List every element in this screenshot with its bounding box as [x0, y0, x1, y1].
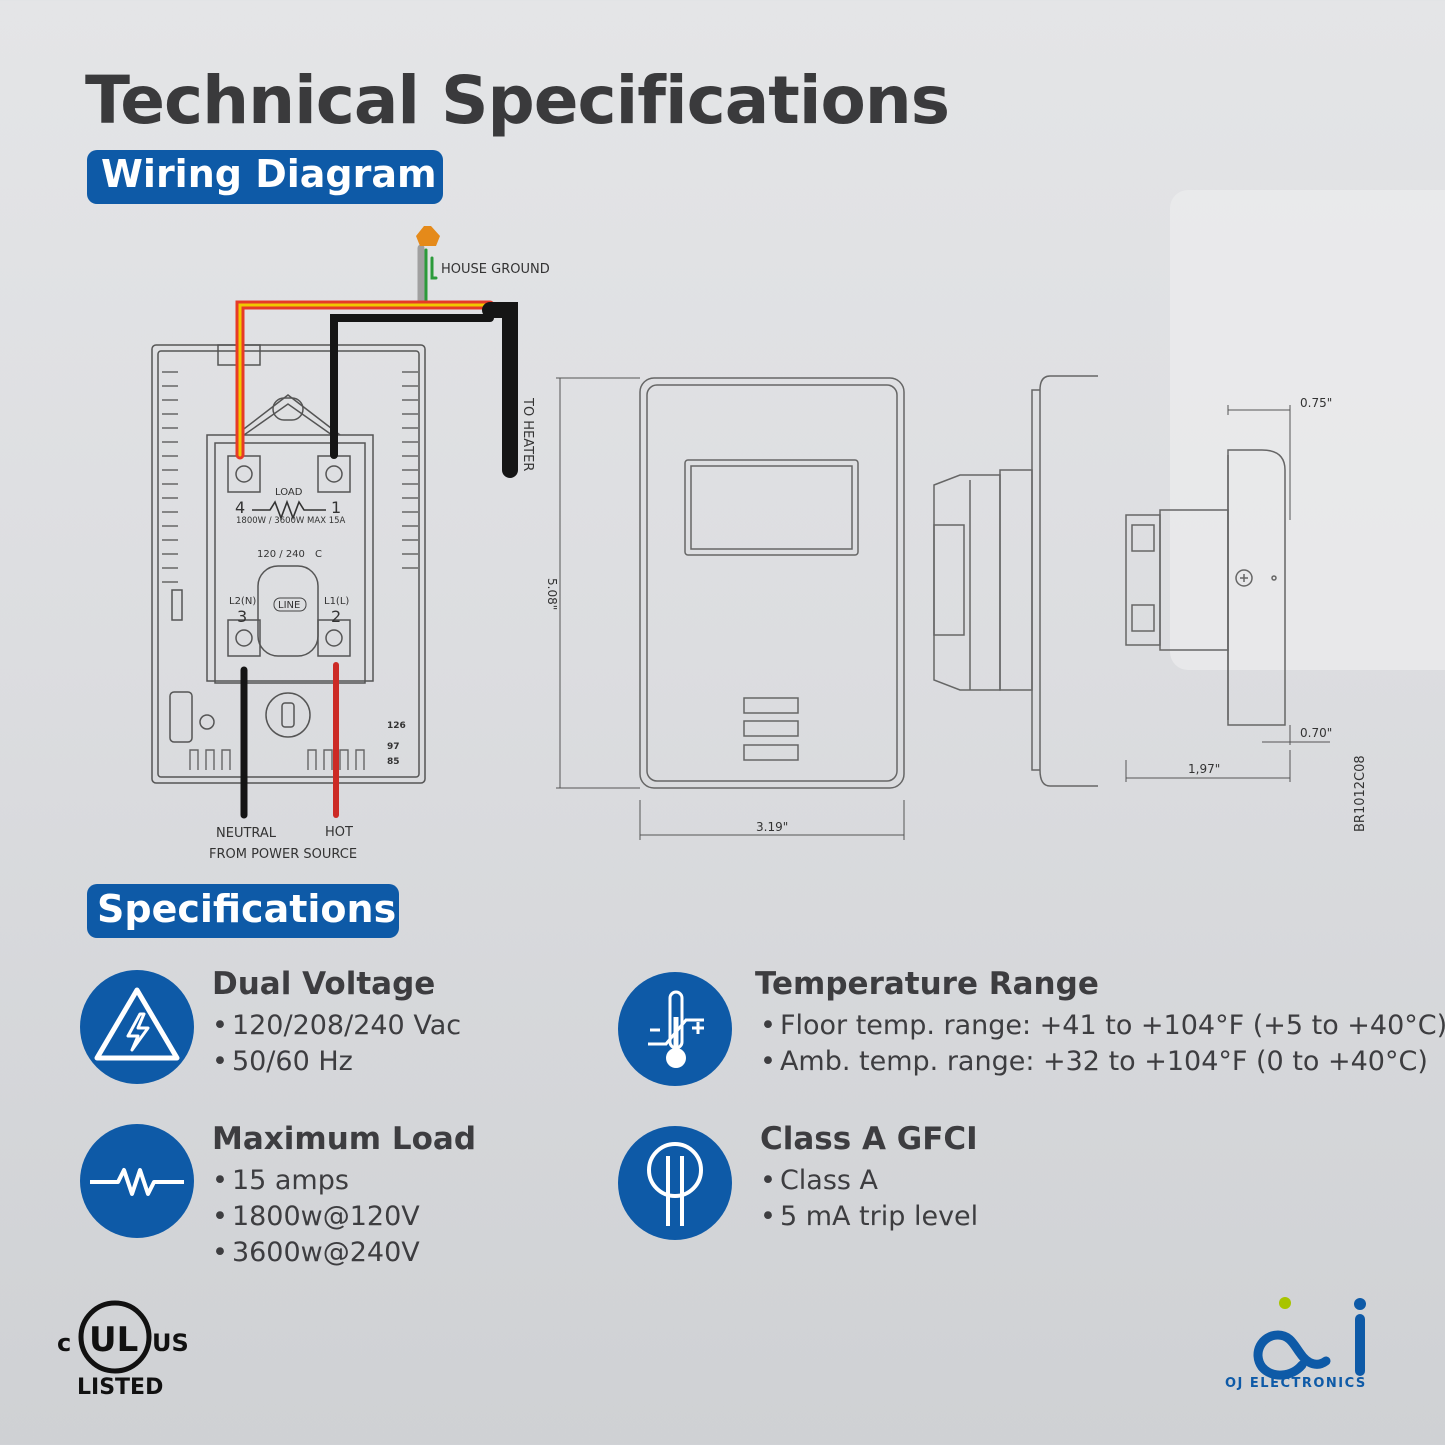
spec-item: 120/208/240 Vac — [212, 1008, 461, 1044]
ul-listed-logo: c UL US LISTED — [57, 1300, 189, 1400]
ul-mark: UL — [89, 1320, 138, 1360]
oj-electronics-logo: OJ ELECTRONICS — [1225, 1297, 1367, 1391]
spec-item: Floor temp. range: +41 to +104°F (+5 to … — [760, 1008, 1445, 1044]
wiring-diagram-label: Wiring Diagram — [87, 150, 443, 204]
spec-title: Maximum Load — [212, 1121, 477, 1157]
resistor-icon — [80, 1124, 194, 1238]
thermostat-back-view — [151, 344, 426, 784]
ul-us-mark: US — [152, 1329, 189, 1357]
spec-items: 15 amps 1800w@120V 3600w@240V — [212, 1163, 420, 1271]
spec-title: Dual Voltage — [212, 966, 436, 1002]
label-to-heater: TO HEATER — [520, 397, 535, 471]
spec-item: 50/60 Hz — [212, 1044, 461, 1080]
label-voltage: 120 / 240 — [257, 549, 305, 560]
thermostat-front-view — [639, 377, 905, 789]
page-title: Technical Specifications — [85, 62, 950, 139]
spec-item: Amb. temp. range: +32 to +104°F (0 to +4… — [760, 1044, 1445, 1080]
spec-item: 5 mA trip level — [760, 1199, 978, 1235]
spec-items: Floor temp. range: +41 to +104°F (+5 to … — [760, 1008, 1445, 1080]
specifications-label: Specifications — [87, 884, 399, 938]
spec-item: Class A — [760, 1163, 978, 1199]
ul-c-mark: c — [57, 1329, 71, 1357]
dim-075: 0.75" — [1300, 396, 1332, 410]
high-voltage-icon — [80, 970, 194, 1084]
background-panel — [1170, 190, 1445, 670]
wire-nut-icon — [416, 226, 440, 246]
spec-item: 15 amps — [212, 1163, 420, 1199]
wires — [235, 244, 518, 819]
label-terminal-1: 1 — [331, 498, 341, 517]
label-l1l: L1(L) — [324, 596, 349, 607]
dim-height: 5.08" — [545, 578, 559, 610]
label-hot: HOT — [325, 825, 353, 840]
wiring-diagram: HOUSE GROUND TO HEATER LOAD 1800W / 3600… — [151, 226, 1368, 862]
thermometer-icon — [618, 972, 732, 1086]
dimension-lines — [556, 377, 1330, 840]
load-resistor-symbol — [252, 499, 326, 521]
label-terminal-2: 2 — [331, 607, 341, 626]
thermostat-profile-view — [1125, 449, 1286, 726]
spec-items: 120/208/240 Vac 50/60 Hz — [212, 1008, 461, 1080]
dim-width: 3.19" — [756, 820, 788, 834]
dim-070: 0.70" — [1300, 726, 1332, 740]
spec-item: 1800w@120V — [212, 1199, 420, 1235]
spec-title: Temperature Range — [755, 966, 1099, 1002]
label-neutral: NEUTRAL — [216, 826, 277, 841]
label-c: C — [315, 549, 322, 560]
part-code: BR1012C08 — [1353, 755, 1368, 832]
spec-items: Class A 5 mA trip level — [760, 1163, 978, 1235]
ul-listed-text: LISTED — [77, 1375, 163, 1400]
vent-slots — [162, 371, 418, 770]
cell-code-3: 85 — [387, 757, 400, 767]
dim-197: 1,97" — [1188, 762, 1220, 776]
thermostat-side-view — [933, 375, 1098, 787]
line-tag-outline — [273, 597, 307, 612]
spec-title: Class A GFCI — [760, 1121, 978, 1157]
spec-item: 3600w@240V — [212, 1235, 420, 1271]
label-house-ground: HOUSE GROUND — [441, 262, 550, 277]
label-load-rating: 1800W / 3600W MAX 15A — [236, 516, 346, 526]
label-l2n: L2(N) — [229, 596, 256, 607]
label-line: LINE — [278, 600, 300, 611]
cell-code-1: 126 — [387, 721, 406, 731]
brand-name: OJ ELECTRONICS — [1225, 1376, 1367, 1391]
gfci-sensor-icon — [618, 1126, 732, 1240]
label-load: LOAD — [275, 487, 303, 498]
label-terminal-4: 4 — [235, 498, 245, 517]
label-from-power: FROM POWER SOURCE — [209, 847, 357, 862]
cell-code-2: 97 — [387, 742, 400, 752]
label-terminal-3: 3 — [237, 607, 247, 626]
